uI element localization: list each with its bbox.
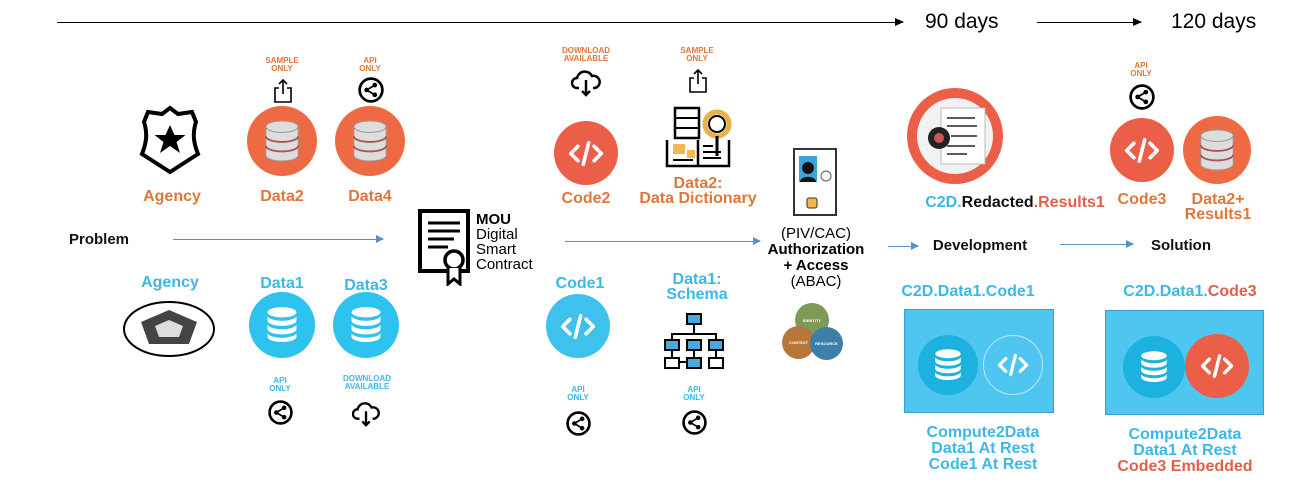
code3-label: Code3 [1117,191,1167,208]
sol-title: C2D.Data1.Code3 [1123,283,1257,300]
agency-label-bottom: Agency [141,274,199,291]
dev-compute-box [904,309,1054,413]
code3-code-icon [1110,118,1174,182]
share-api-icon[interactable] [358,77,384,103]
data1-label: Data1 [260,275,304,292]
problem-label: Problem [69,231,130,248]
share-api-icon-3[interactable] [268,400,293,425]
cloud-download-icon-2[interactable] [352,400,380,428]
data3-label: Data3 [344,277,388,294]
data3-database-icon [333,292,399,358]
schema-icon [664,313,724,369]
code1-code-icon [546,294,610,358]
code2-label: Code2 [561,190,611,207]
data4-label: Data4 [348,188,392,205]
redacted-results-icon [907,88,1003,184]
timeline-90-days: 90 days [925,10,999,33]
agency-label-top: Agency [143,188,201,205]
upload-icon [273,78,293,104]
flow-arrow-2 [565,237,761,245]
dev-code-icon [983,335,1043,395]
upload-icon-2 [688,68,708,94]
data2-results-database-icon [1183,116,1251,184]
solution-label: Solution [1151,237,1211,254]
flow-arrow-4 [1060,240,1134,248]
data1-database-icon [249,292,315,358]
cloud-download-icon[interactable] [571,68,601,98]
dev-database-icon [918,335,978,395]
venn-context: CONTEXT [782,326,815,359]
data4-database-icon [335,106,405,176]
data2-label: Data2 [260,188,304,205]
data2-database-icon [247,106,317,176]
authorization-access-label: (PIV/CAC)Authorization+ Access(ABAC) [767,225,865,290]
timeline-arrow-2 [1037,18,1142,26]
pentagon-icon [123,301,215,357]
flow-arrow-1 [173,235,384,243]
police-badge-icon [139,105,201,175]
share-api-icon-5[interactable] [682,410,707,435]
abac-venn-icon: IDENTITY CONTEXT RESOURCE [780,303,846,363]
redacted-results-label: C2D.Redacted.Results1 [925,194,1105,211]
flow-arrow-3 [888,242,919,250]
code2-code-icon [554,121,618,185]
piv-card-icon [793,148,837,216]
timeline-120-days: 120 days [1171,10,1257,33]
dev-title: C2D.Data1.Code1 [901,283,1035,300]
share-api-icon-2[interactable] [1129,84,1155,110]
data2-results-label: Data2+Results1 [1184,191,1252,223]
venn-resource: RESOURCE [810,327,843,360]
sol-compute-box [1105,310,1264,415]
share-api-icon-4[interactable] [566,411,591,436]
schema-label: Data1:Schema [666,271,728,303]
sol-code-icon [1185,334,1249,398]
contract-certificate-icon [418,209,470,286]
data-dictionary-label: Data2:Data Dictionary [639,175,757,207]
development-label: Development [932,237,1028,254]
sol-database-icon [1123,336,1185,398]
data-dictionary-icon [665,106,732,168]
code1-label: Code1 [555,275,605,292]
timeline-arrow [57,18,904,26]
